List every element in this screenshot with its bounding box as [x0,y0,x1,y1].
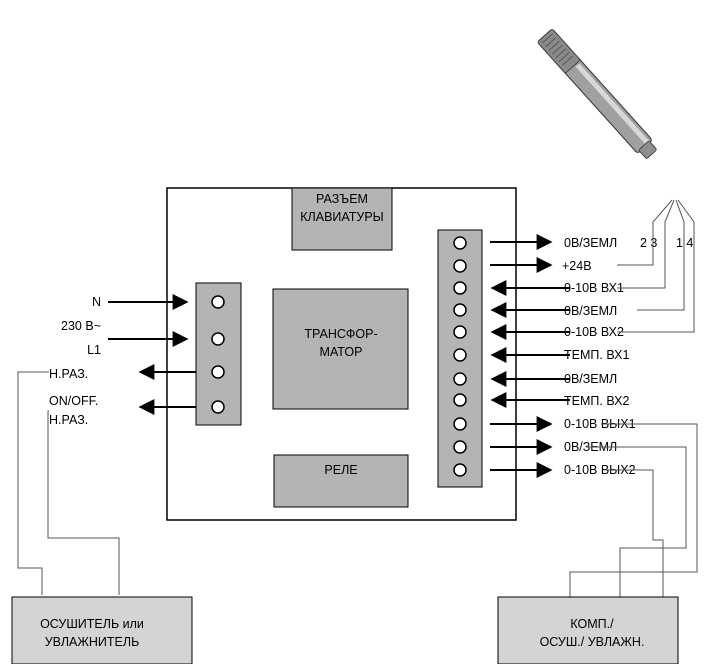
right-unit-wires [569,423,698,600]
left-terminal-strip [195,282,242,426]
label-0-10v-out1: 0-10В ВЫХ1 [564,417,636,431]
unit-right-label-1: КОМП./ [570,617,614,631]
unit-comp-dehumid-humid: КОМП./ ОСУШ./ УВЛАЖН. [497,596,679,664]
screw-terminal-icon [211,400,225,414]
sensor-pins-1-4: 1 4 [676,236,693,250]
label-temp-in2: ТЕМП. ВХ2 [564,394,629,408]
label-temp-in1: ТЕМП. ВХ1 [564,348,629,362]
screw-terminal-icon [453,281,467,295]
label-0v-gnd-1: 0В/ЗЕМЛ [564,236,617,250]
screw-terminal-icon [453,393,467,407]
sensor-probe-icon [537,29,657,159]
label-nc-2: Н.РАЗ. [49,413,88,427]
keyboard-connector-label-1: РАЗЪЕМ [316,192,368,206]
label-24v: +24В [562,259,592,273]
label-l1: L1 [87,343,101,357]
unit-dehumidifier-humidifier: ОСУШИТЕЛЬ или УВЛАЖНИТЕЛЬ [11,596,193,664]
left-unit-wires [17,371,120,595]
unit-left-label-2: УВЛАЖНИТЕЛЬ [45,635,140,649]
label-0-10v-out2: 0-10В ВЫХ2 [564,463,636,477]
sensor-cable [617,199,695,333]
keyboard-connector-block: РАЗЪЕМ КЛАВИАТУРЫ [291,187,393,251]
relay-block: РЕЛЕ [273,454,409,508]
label-nc-1: Н.РАЗ. [49,367,88,381]
unit-right-label-2: ОСУШ./ УВЛАЖН. [540,635,645,649]
label-0v-gnd-3: 0В/ЗЕМЛ [564,372,617,386]
screw-terminal-icon [453,440,467,454]
screw-terminal-icon [453,236,467,250]
screw-terminal-icon [211,295,225,309]
label-0-10v-in2: 0-10В ВХ2 [564,325,624,339]
left-wires [108,294,196,415]
screw-terminal-icon [211,332,225,346]
keyboard-connector-label-2: КЛАВИАТУРЫ [300,210,383,224]
unit-left-label-1: ОСУШИТЕЛЬ или [40,617,144,631]
transformer-label-2: МАТОР [320,345,363,359]
screw-terminal-icon [453,372,467,386]
screw-terminal-icon [453,325,467,339]
label-0v-gnd-2: 0В/ЗЕМЛ [564,304,617,318]
relay-label: РЕЛЕ [324,463,357,477]
screw-terminal-icon [453,463,467,477]
label-n: N [92,295,101,309]
label-onoff: ON/OFF. [49,394,98,408]
label-0-10v-in1: 0-10В ВХ1 [564,281,624,295]
sensor-pins-2-3: 2 3 [640,236,657,250]
transformer-label-1: ТРАНСФОР- [304,327,377,341]
right-terminal-strip [437,229,483,488]
right-wires [490,234,570,478]
transformer-block: ТРАНСФОР- МАТОР [272,288,409,410]
screw-terminal-icon [453,348,467,362]
screw-terminal-icon [211,365,225,379]
screw-terminal-icon [453,417,467,431]
label-230v: 230 В~ [61,319,101,333]
screw-terminal-icon [453,303,467,317]
screw-terminal-icon [453,259,467,273]
